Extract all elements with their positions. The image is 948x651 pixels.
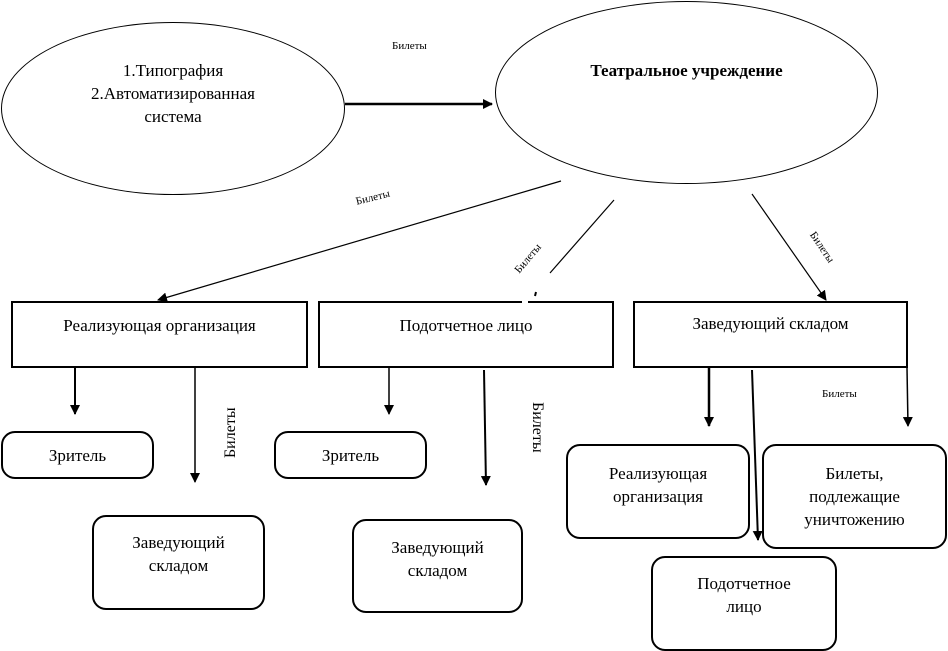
- arrow-warehouse-to-accountable: [751, 369, 763, 541]
- warehouse-2-line-2: складом: [407, 561, 468, 580]
- source-line-2: 2.Автоматизированная: [90, 84, 255, 103]
- realizer-node: Реализующая организация: [11, 301, 308, 368]
- warehouse-1-line-1: Заведующий: [132, 533, 225, 552]
- source-line-1: 1.Типография: [122, 61, 224, 80]
- accountable-border-gap: [522, 300, 528, 304]
- realizer-node-2: Реализующая организация: [566, 444, 750, 539]
- theatre-node: Театральное учреждение: [495, 1, 878, 184]
- warehouse-node-2: Заведующий складом: [352, 519, 523, 613]
- realizer-2-line-2: организация: [613, 487, 703, 506]
- accountable-node: Подотчетное лицо: [318, 301, 614, 368]
- arrow-theatre-to-accountable: [549, 199, 615, 274]
- edge-label-source-to-theatre: Билеты: [392, 40, 427, 52]
- viewer-label-2: Зритель: [321, 445, 380, 465]
- warehouse-2-line-1: Заведующий: [391, 538, 484, 557]
- arrow-warehouse-to-destroy: [902, 367, 913, 427]
- arrow-theatre-to-warehouse: [751, 193, 827, 301]
- theatre-label: Театральное учреждение: [590, 61, 783, 80]
- warehouse-node-1: Заведующий складом: [92, 515, 265, 610]
- destroy-line-2: подлежащие: [809, 487, 900, 506]
- destroy-line-1: Билеты,: [825, 464, 884, 483]
- viewer-node-1: Зритель: [1, 431, 154, 479]
- destroy-node: Билеты, подлежащие уничтожению: [762, 444, 947, 549]
- edge-label-warehouse-to-destroy: Билеты: [822, 388, 857, 400]
- accountable-label: Подотчетное лицо: [399, 316, 533, 335]
- warehouse-node: Заведующий складом: [633, 301, 908, 368]
- accountable-node-2: Подотчетное лицо: [651, 556, 837, 651]
- source-line-3: система: [144, 107, 202, 126]
- warehouse-label: Заведующий складом: [692, 314, 849, 333]
- source-node: 1.Типография 2.Автоматизированная систем…: [1, 22, 345, 195]
- arrow-accountable-to-warehouse: [480, 369, 491, 486]
- accountable-2-line-2: лицо: [726, 597, 762, 616]
- viewer-node-2: Зритель: [274, 431, 427, 479]
- viewer-label-1: Зритель: [48, 445, 107, 465]
- realizer-2-line-1: Реализующая: [608, 464, 708, 483]
- edge-label-realizer-to-warehouse: Билеты: [222, 407, 239, 458]
- warehouse-1-line-2: складом: [148, 556, 209, 575]
- realizer-label: Реализующая организация: [63, 316, 256, 335]
- edge-label-accountable-to-warehouse: Билеты: [529, 402, 546, 453]
- accountable-2-line-1: Подотчетное: [697, 574, 791, 593]
- destroy-line-3: уничтожению: [804, 510, 905, 529]
- arrow-theatre-to-realizer: [157, 180, 562, 303]
- arrow-theatre-to-accountable-tip: [534, 291, 537, 297]
